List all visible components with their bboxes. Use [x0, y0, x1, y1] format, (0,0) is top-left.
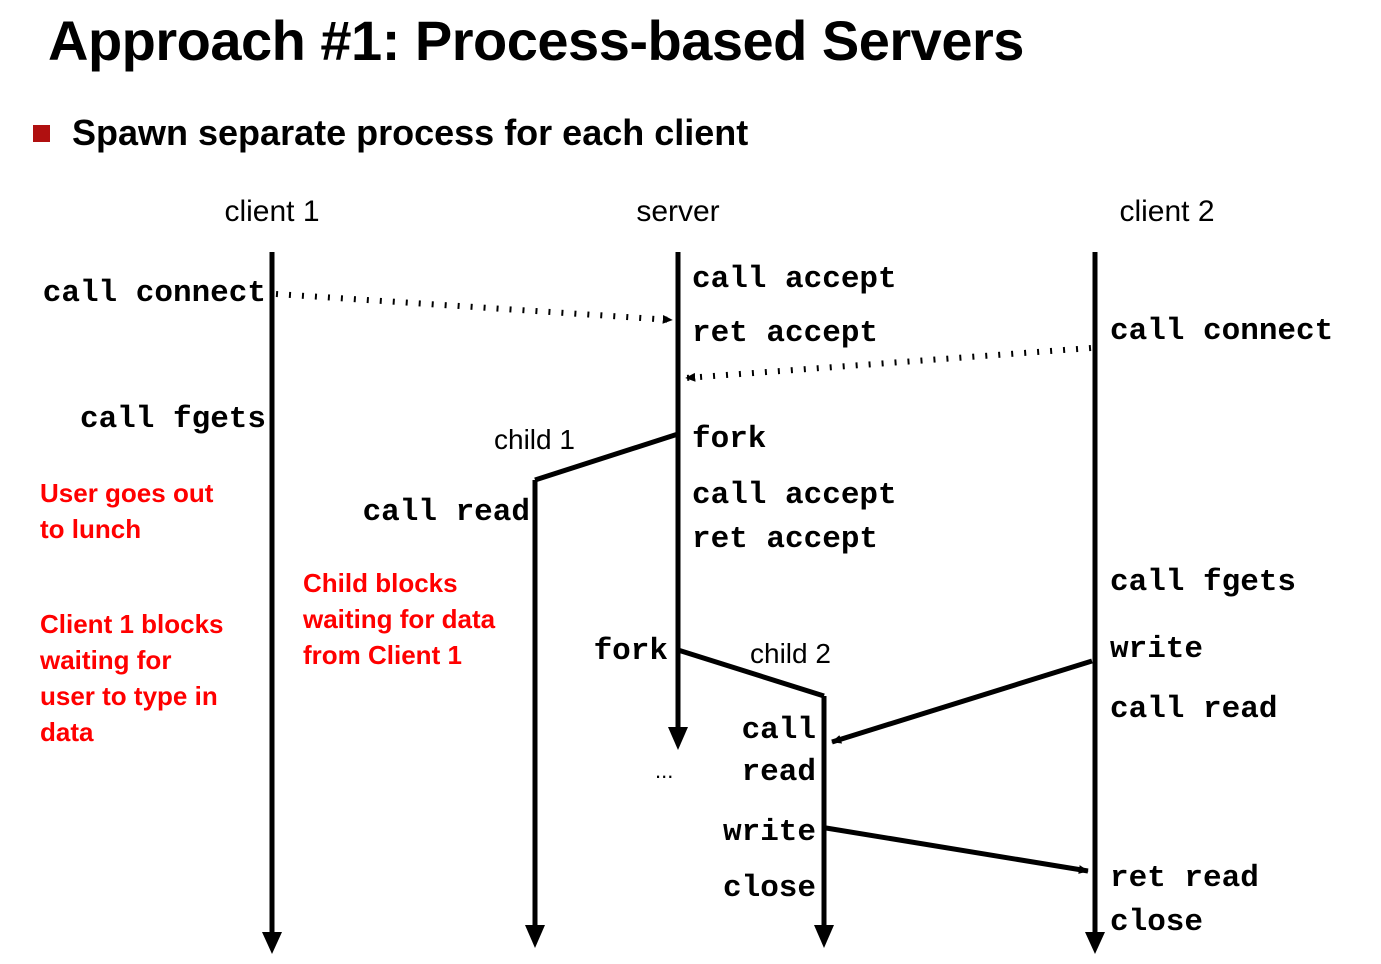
lifeline-server-arrowhead [668, 727, 688, 750]
message-fork-child1 [534, 431, 679, 483]
label-child1-call-read: call read [362, 495, 530, 530]
label-server-call-accept-1: call accept [692, 262, 897, 297]
lifeline-header-server: server [636, 195, 720, 228]
label-server-fork-1: fork [692, 422, 767, 457]
page-title: Approach #1: Process-based Servers [48, 9, 1024, 72]
label-client1-call-connect: call connect [42, 276, 266, 311]
message-child2-write [825, 825, 1089, 874]
child-1-label: child 1 [494, 424, 575, 455]
lifeline-child1-arrowhead [525, 925, 545, 948]
label-client2-call-read: call read [1110, 692, 1278, 727]
label-server-call-accept-2: call accept [692, 478, 897, 513]
message-client2-write [831, 658, 1093, 745]
lifeline-client2-arrowhead [1085, 932, 1105, 954]
lifeline-header-client2: client 2 [1119, 195, 1215, 228]
annotation-client1-blocks: Client 1 blocks waiting for user to type… [40, 609, 224, 747]
message-client2-connect [685, 345, 1092, 382]
bullet-row: Spawn separate process for each client [33, 112, 748, 154]
message-fork-child2 [677, 647, 825, 699]
annotation-child-blocks: Child blocks waiting for data from Clien… [303, 568, 496, 670]
bullet-text: Spawn separate process for each client [72, 112, 749, 153]
lifeline-client1-arrowhead [262, 932, 282, 954]
child-2-label: child 2 [750, 638, 831, 669]
annotation-user-goes-to-lunch: User goes out to lunch [40, 478, 214, 544]
message-client1-connect [275, 291, 673, 324]
label-client2-call-fgets: call fgets [1110, 565, 1297, 600]
label-child2-close: close [722, 871, 816, 906]
label-client2-write: write [1110, 632, 1204, 667]
label-child2-read: read [741, 755, 816, 790]
label-server-ret-accept-2: ret accept [692, 522, 879, 557]
server-ellipsis: ... [655, 758, 674, 783]
label-child2-write: write [722, 815, 816, 850]
label-client2-close: close [1110, 905, 1204, 940]
label-server-fork-2: fork [593, 634, 668, 669]
label-client1-call-fgets: call fgets [79, 402, 266, 437]
label-child2-call: call [741, 713, 816, 748]
label-client2-call-connect: call connect [1110, 314, 1334, 349]
lifeline-header-client1: client 1 [224, 195, 320, 228]
lifeline-child2-arrowhead [814, 925, 834, 948]
label-server-ret-accept-1: ret accept [692, 316, 879, 351]
label-client2-ret-read: ret read [1110, 861, 1259, 896]
bullet-square-icon [33, 124, 50, 142]
